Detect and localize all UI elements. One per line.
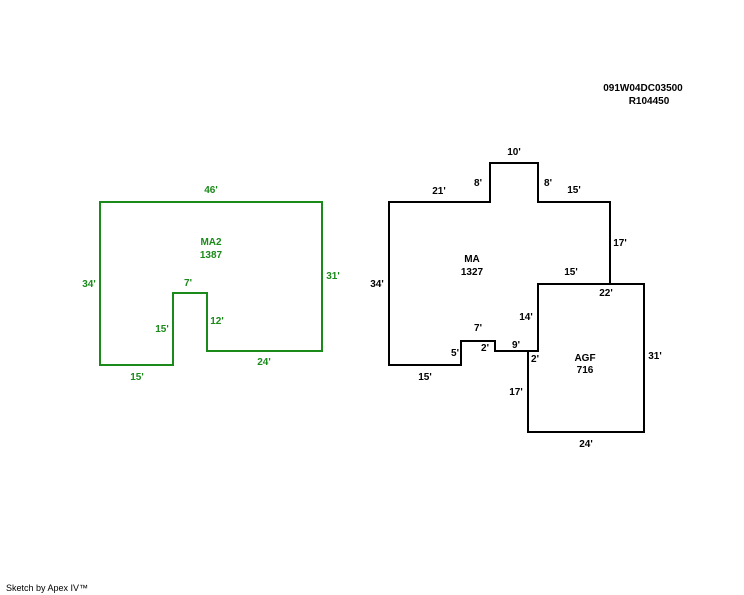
ma2-dim-left: 34' bbox=[82, 279, 96, 290]
agf-dim-top: 22' bbox=[599, 288, 613, 299]
agf-outline bbox=[527, 283, 645, 433]
ma-dim-bump-right: 8' bbox=[544, 178, 552, 189]
ma2-dim-top: 46' bbox=[204, 185, 218, 196]
ma2-dim-notch-left: 15' bbox=[155, 324, 169, 335]
ma2-outline bbox=[99, 201, 323, 366]
ma-dim-step-9: 9' bbox=[512, 340, 520, 351]
ma-dim-left: 34' bbox=[370, 279, 384, 290]
ma-dim-bump-left: 8' bbox=[474, 178, 482, 189]
ma-dim-top-left: 21' bbox=[432, 186, 446, 197]
agf-dim-left: 17' bbox=[509, 387, 523, 398]
ma-dim-right: 17' bbox=[613, 238, 627, 249]
agf-dim-bottom: 24' bbox=[579, 439, 593, 450]
ma-dim-inner-side: 14' bbox=[519, 312, 533, 323]
area-ma: MA 1327 21' 8' 10' 8' 15' 17' 15' 14' 9'… bbox=[370, 147, 627, 383]
ma-name: MA bbox=[464, 254, 480, 265]
ma2-dim-notch-top: 7' bbox=[184, 278, 192, 289]
agf-dim-right: 31' bbox=[648, 351, 662, 362]
agf-dim-top-left: 2' bbox=[531, 354, 539, 365]
ma2-dim-bottom-left: 15' bbox=[130, 372, 144, 383]
ma2-sqft: 1387 bbox=[200, 250, 223, 261]
footer-credit: Sketch by Apex IV™ bbox=[6, 583, 88, 593]
parcel-id: 091W04DC03500 bbox=[603, 83, 683, 94]
agf-name: AGF bbox=[574, 353, 595, 364]
ma-dim-bump-top: 10' bbox=[507, 147, 521, 158]
ma-dim-step-7: 7' bbox=[474, 323, 482, 334]
ma-dim-top-right: 15' bbox=[567, 185, 581, 196]
ma2-dim-bottom-right: 24' bbox=[257, 357, 271, 368]
agf-sqft: 716 bbox=[577, 365, 594, 376]
ma-dim-inner-top: 15' bbox=[564, 267, 578, 278]
ma-dim-step-2: 2' bbox=[481, 343, 489, 354]
ma2-name: MA2 bbox=[200, 237, 222, 248]
area-agf: AGF 716 22' 31' 24' 17' 2' bbox=[509, 283, 662, 450]
ma-sqft: 1327 bbox=[461, 267, 484, 278]
area-ma2: MA2 1387 46' 31' 24' 12' 7' 15' 15' 34' bbox=[82, 185, 340, 383]
ma2-dim-right: 31' bbox=[326, 271, 340, 282]
account-id: R104450 bbox=[629, 96, 670, 107]
ma-dim-bottom: 15' bbox=[418, 372, 432, 383]
ma-dim-step-5: 5' bbox=[451, 348, 459, 359]
ma2-dim-notch-right: 12' bbox=[210, 316, 224, 327]
